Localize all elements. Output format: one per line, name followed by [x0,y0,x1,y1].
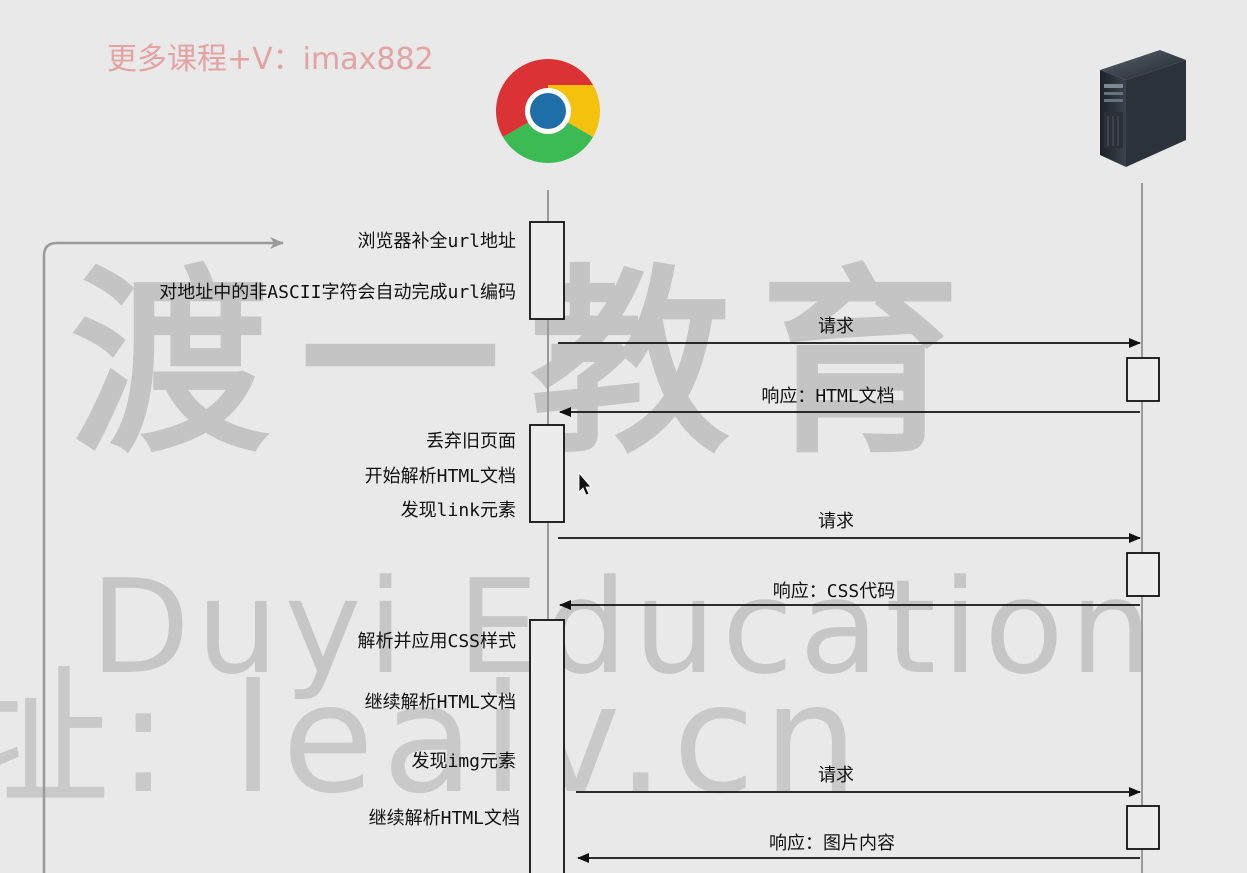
server-activation [1126,805,1160,850]
watermark-site: 址: leaiv.cn [0,653,867,827]
server-icon [1100,50,1186,167]
message-label: 响应：HTML文档 [761,386,895,407]
message-label: 响应：CSS代码 [772,581,896,602]
note-apply-css: 解析并应用CSS样式 [357,631,516,652]
message-label: 请求 [818,316,854,337]
watermark-brand-cn: 渡一教育 [70,248,991,481]
mouse-cursor-icon [578,471,592,496]
message-label: 响应：图片内容 [769,833,895,854]
browser-activation [529,619,565,873]
message-label: 请求 [818,511,854,532]
note-discard-page: 丢弃旧页面 [426,431,516,452]
note-find-link: 发现link元素 [400,500,516,521]
note-continue-parse: 继续解析HTML文档 [364,692,516,713]
promo-text: 更多课程+V：imax882 [107,42,434,77]
note-url-encode: 对地址中的非ASCII字符会自动完成url编码 [159,282,516,303]
note-continue-parse-2: 继续解析HTML文档 [368,808,520,829]
server-activation [1126,357,1160,402]
note-start-parse: 开始解析HTML文档 [364,466,516,487]
browser-activation [529,424,565,523]
note-complete-url: 浏览器补全url地址 [357,231,516,252]
note-find-img: 发现img元素 [411,751,516,772]
watermark-brand-en: Duyi Education [90,551,1159,703]
message-label: 请求 [818,765,854,786]
browser-activation [529,221,565,320]
chrome-icon [496,59,600,163]
loop-arrow [42,237,284,873]
server-activation [1126,552,1160,597]
